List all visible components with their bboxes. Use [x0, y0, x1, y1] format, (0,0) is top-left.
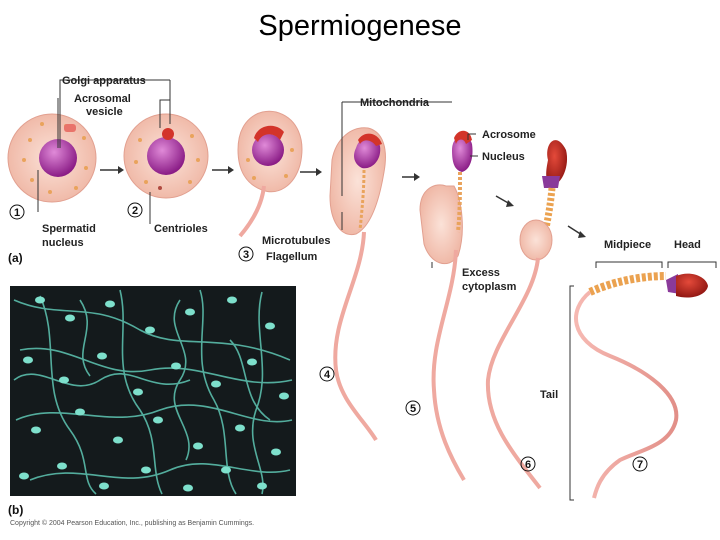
label-excess-cytoplasm-2: cytoplasm — [462, 281, 517, 293]
label-flagellum: Flagellum — [266, 251, 318, 263]
step-5-number: 5 — [410, 403, 416, 415]
step-2-number: 2 — [132, 205, 138, 217]
stage-1-cell — [7, 113, 97, 203]
stage-2-arrow — [212, 166, 234, 174]
copyright-notice: Copyright © 2004 Pearson Education, Inc.… — [10, 520, 255, 527]
label-tail: Tail — [540, 389, 558, 401]
stage-2-cell — [123, 113, 209, 199]
stage-6-arrow — [567, 225, 586, 238]
stage-4-arrow — [402, 173, 420, 181]
step-5-marker: 5 — [405, 400, 421, 416]
label-head: Head — [674, 239, 701, 251]
step-7-marker: 7 — [632, 456, 648, 472]
part-label-b: (b) — [8, 503, 23, 517]
leader-lines — [37, 79, 717, 501]
step-4-number: 4 — [324, 369, 331, 381]
step-1-number: 1 — [14, 207, 20, 219]
label-acrosomal-vesicle-1: Acrosomal — [74, 93, 131, 105]
label-spermatid-nucleus-2: nucleus — [42, 237, 84, 249]
label-excess-cytoplasm-1: Excess — [462, 267, 500, 279]
step-4-marker: 4 — [319, 366, 335, 382]
step-6-number: 6 — [525, 459, 531, 471]
label-acrosome: Acrosome — [482, 129, 536, 141]
step-7-number: 7 — [637, 459, 643, 471]
step-1-marker: 1 — [9, 204, 25, 220]
stage-6-cell — [485, 140, 568, 490]
stage-7-sperm — [574, 272, 708, 499]
stage-3-arrow — [300, 168, 322, 176]
label-acrosomal-vesicle-2: vesicle — [86, 106, 123, 118]
step-3-number: 3 — [243, 249, 249, 261]
stage-3-cell — [237, 110, 303, 238]
stage-1-arrow — [100, 166, 124, 174]
label-mitochondria: Mitochondria — [360, 97, 430, 109]
step-3-marker: 3 — [238, 246, 254, 262]
step-2-marker: 2 — [127, 202, 143, 218]
slide-title: Spermiogenese — [258, 10, 462, 42]
micrograph-image — [10, 286, 296, 496]
step-6-marker: 6 — [520, 456, 536, 472]
stage-5-arrow — [495, 195, 514, 207]
label-spermatid-nucleus-1: Spermatid — [42, 223, 96, 235]
label-centrioles: Centrioles — [154, 223, 208, 235]
label-midpiece: Midpiece — [604, 239, 651, 251]
part-label-a: (a) — [8, 251, 23, 265]
label-golgi-apparatus: Golgi apparatus — [62, 75, 146, 87]
label-microtubules: Microtubules — [262, 235, 330, 247]
stage-4-cell — [329, 127, 386, 442]
stage-5-cell — [419, 130, 473, 482]
label-nucleus: Nucleus — [482, 151, 525, 163]
